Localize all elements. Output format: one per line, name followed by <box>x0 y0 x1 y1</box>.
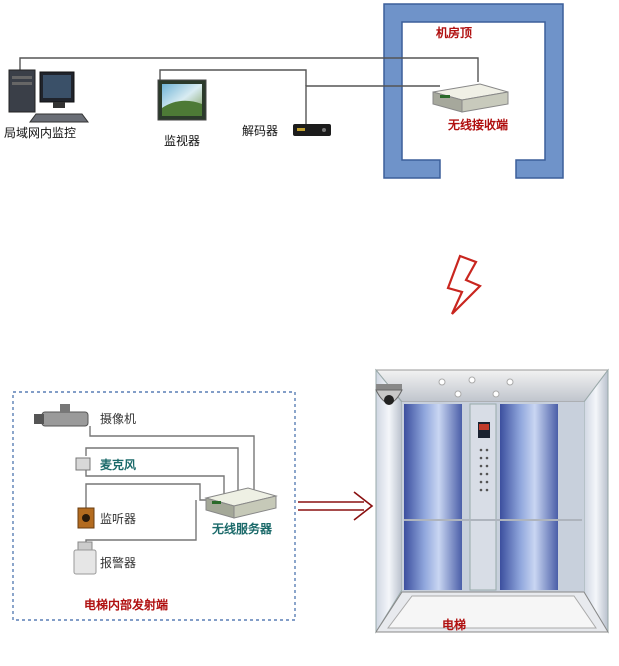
monitor-icon <box>157 79 207 121</box>
transmitter-dashed-border <box>12 391 296 621</box>
transmitter-label: 电梯内部发射端 <box>84 598 169 612</box>
wireless-receiver-label: 无线接收端 <box>448 118 509 132</box>
elevator-car <box>374 368 609 634</box>
wireless-server-icon <box>204 487 278 519</box>
alarm-icon <box>73 541 97 575</box>
microphone-icon <box>75 457 91 471</box>
dome-camera-icon <box>375 384 403 405</box>
listener-icon <box>77 507 95 529</box>
decoder-icon <box>293 124 331 136</box>
alarm-label: 报警器 <box>100 556 137 570</box>
wireless-receiver-icon <box>432 83 509 113</box>
camera-label: 摄像机 <box>100 412 137 426</box>
bottom-wiring <box>85 426 255 556</box>
listener-label: 监听器 <box>100 512 137 526</box>
elevator-label: 电梯 <box>442 618 467 632</box>
top-wiring <box>19 57 479 124</box>
computer-icon <box>8 69 89 123</box>
arrow-to-elevator <box>298 491 374 521</box>
microphone-label: 麦克风 <box>100 458 137 472</box>
lan-monitor-label: 局域网内监控 <box>4 126 77 140</box>
wireless-signal-icon <box>446 254 482 315</box>
decoder-label: 解码器 <box>242 124 279 138</box>
camera-icon <box>34 404 89 427</box>
monitor-label: 监视器 <box>164 134 201 148</box>
wireless-server-label: 无线服务器 <box>212 522 273 536</box>
machine-room-label: 机房顶 <box>436 26 473 40</box>
machine-room-frame <box>383 3 564 179</box>
